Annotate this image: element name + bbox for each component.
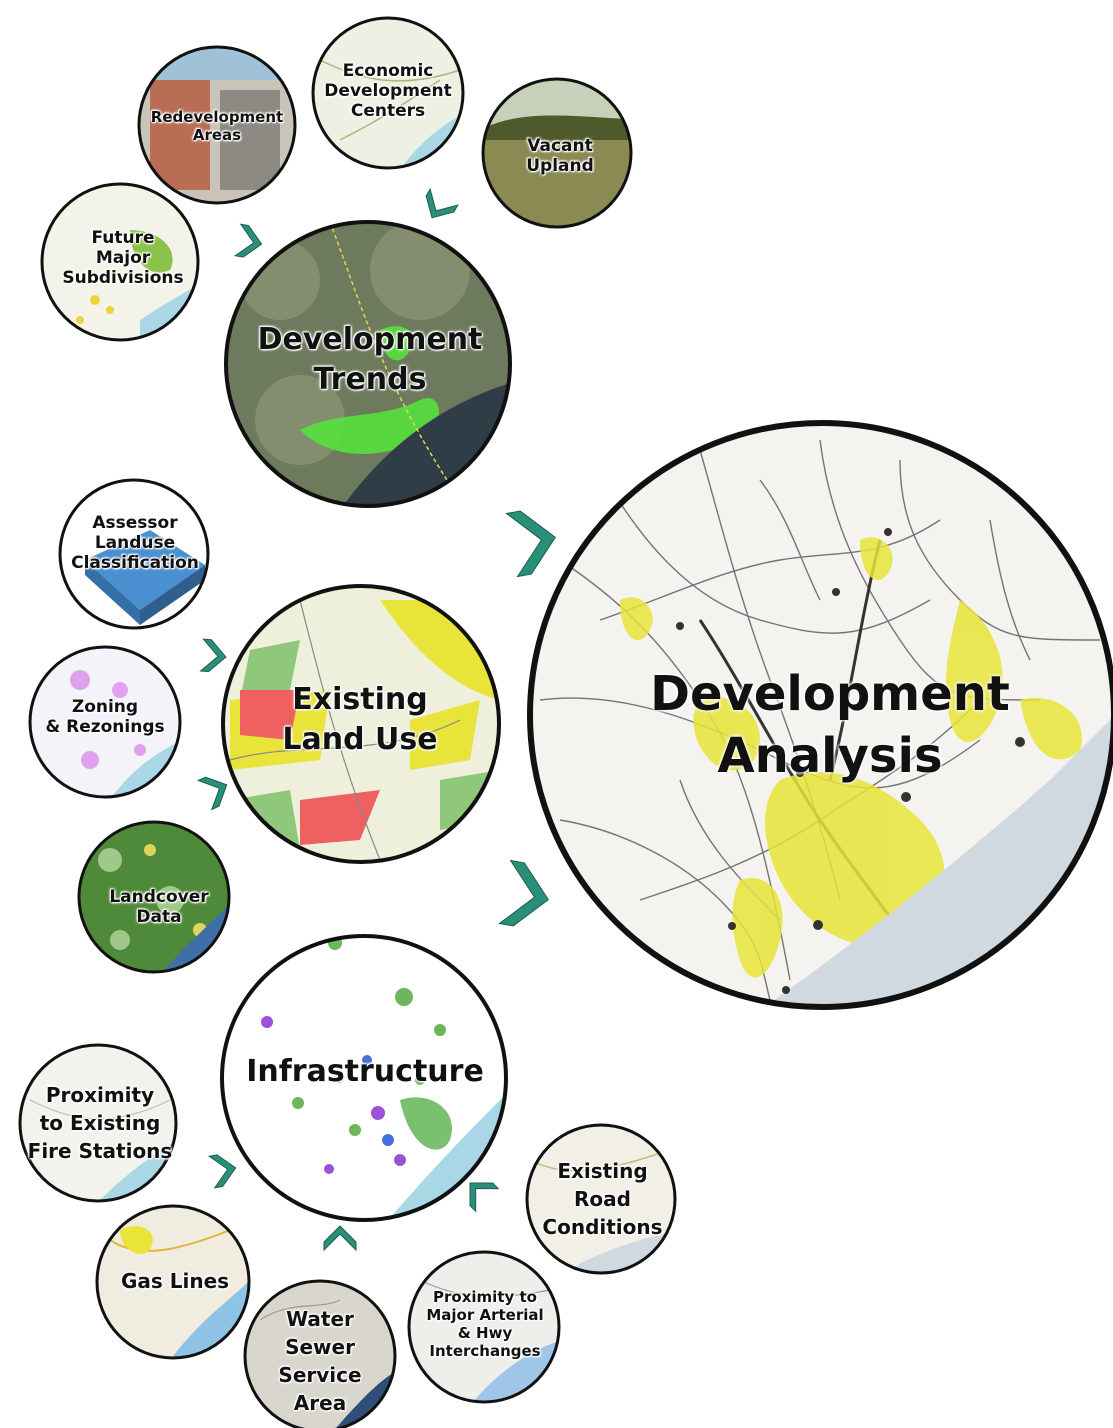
vacant-upland-label: Vacant Upland bbox=[526, 136, 594, 176]
arrow-trends-to-analysis bbox=[505, 510, 557, 578]
future-major-subdivisions-label: Future Major Subdivisions bbox=[62, 228, 184, 288]
redevelopment-areas-node bbox=[137, 45, 297, 205]
arrow-assessor-to-landuse bbox=[199, 638, 227, 673]
development-trends-label: Development Trends bbox=[257, 322, 483, 397]
gas-lines-node bbox=[95, 1204, 251, 1360]
development-analysis-label: Development Analysis bbox=[650, 666, 1010, 784]
landcover-data-node bbox=[77, 820, 231, 974]
economic-development-centers-node bbox=[311, 16, 465, 170]
gas-lines-label: Gas Lines bbox=[120, 1269, 230, 1293]
economic-development-centers-label: Economic Development Centers bbox=[324, 61, 452, 121]
arrow-infrastructure-to-analysis bbox=[498, 859, 550, 927]
road-conditions-node bbox=[525, 1123, 677, 1275]
zoning-rezonings-label: Zoning & Rezonings bbox=[45, 697, 165, 737]
fire-stations-node bbox=[18, 1043, 178, 1203]
infrastructure-node bbox=[220, 934, 508, 1222]
fire-stations-label: Proximity to Existing Fire Stations bbox=[27, 1083, 173, 1163]
road-conditions-label: Existing Road Conditions bbox=[542, 1159, 663, 1239]
infrastructure-label: Infrastructure bbox=[246, 1054, 484, 1089]
arrow-road-to-infrastructure bbox=[469, 1182, 500, 1213]
landcover-data-label: Landcover Data bbox=[109, 887, 209, 927]
existing-land-use-label: Existing Land Use bbox=[282, 682, 438, 757]
water-sewer-label: Water Sewer Service Area bbox=[278, 1307, 362, 1415]
arrow-zoning-to-landuse bbox=[196, 776, 228, 811]
assessor-landuse-label: Assessor Landuse Classification bbox=[71, 513, 199, 573]
arrow-redevelopment-to-trends bbox=[233, 223, 263, 258]
vacant-upland-node bbox=[481, 77, 633, 229]
arrow-water-to-infrastructure bbox=[323, 1225, 357, 1252]
zoning-rezonings-node bbox=[28, 645, 182, 799]
development-trends-node bbox=[224, 220, 512, 508]
assessor-landuse-node bbox=[58, 478, 210, 630]
redevelopment-areas-label: Redevelopment Areas bbox=[150, 108, 284, 144]
arterial-interchanges-label: Proximity to Major Arterial & Hwy Interc… bbox=[426, 1288, 544, 1360]
arterial-interchanges-node bbox=[407, 1250, 561, 1404]
arrow-fire-to-infrastructure bbox=[207, 1154, 237, 1189]
arrow-vacant-to-trends bbox=[425, 187, 459, 219]
